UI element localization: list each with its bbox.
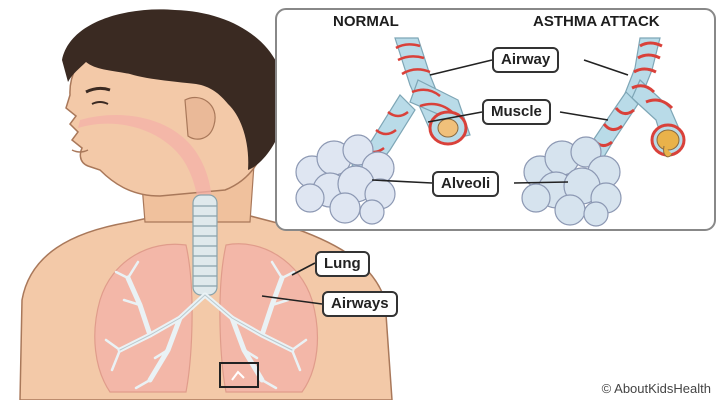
- normal-heading: NORMAL: [333, 13, 399, 30]
- airway-label: Airway: [492, 47, 559, 73]
- airways-label: Airways: [322, 291, 398, 317]
- copyright-credit: © AboutKidsHealth: [602, 381, 711, 396]
- muscle-label: Muscle: [482, 99, 551, 125]
- lung-label: Lung: [315, 251, 370, 277]
- trachea: [193, 195, 217, 295]
- alveoli-label: Alveoli: [432, 171, 499, 197]
- asthma-attack-heading: ASTHMA ATTACK: [533, 13, 660, 30]
